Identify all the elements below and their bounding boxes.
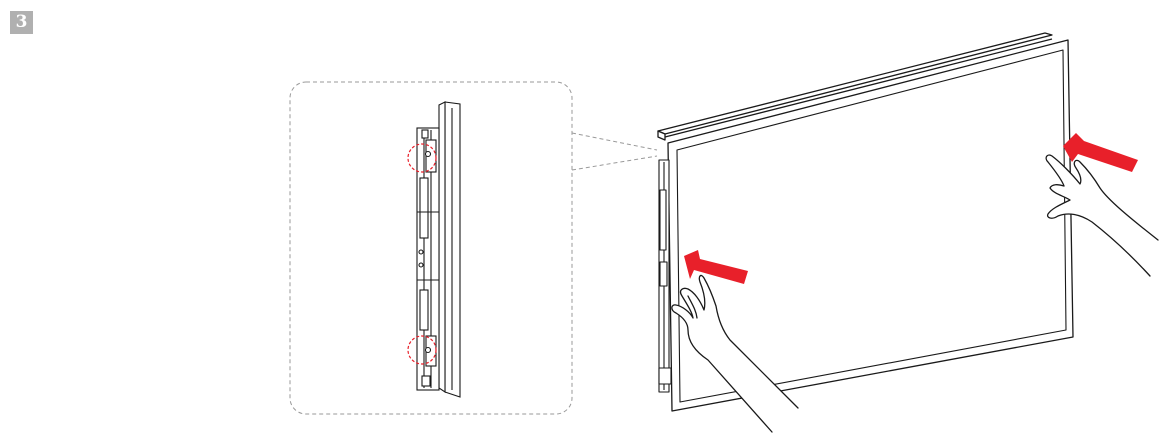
dashed-circle-icon bbox=[407, 143, 437, 173]
display-screen bbox=[676, 49, 1067, 403]
display-panel bbox=[657, 32, 1074, 412]
step-number-badge: 3 bbox=[10, 11, 33, 34]
red-arrow-icon bbox=[684, 250, 748, 284]
detail-callout-frame bbox=[289, 81, 573, 415]
callout-leader-line-top bbox=[571, 132, 658, 151]
hand-icon bbox=[671, 274, 799, 433]
display-side-view bbox=[416, 101, 461, 398]
dashed-circle-icon bbox=[407, 335, 437, 365]
detail-callout bbox=[289, 81, 658, 415]
red-arrow-icon bbox=[1063, 133, 1138, 172]
hand-icon bbox=[1045, 154, 1159, 277]
callout-leader-line-bottom bbox=[571, 155, 658, 171]
left-bracket bbox=[658, 159, 672, 393]
